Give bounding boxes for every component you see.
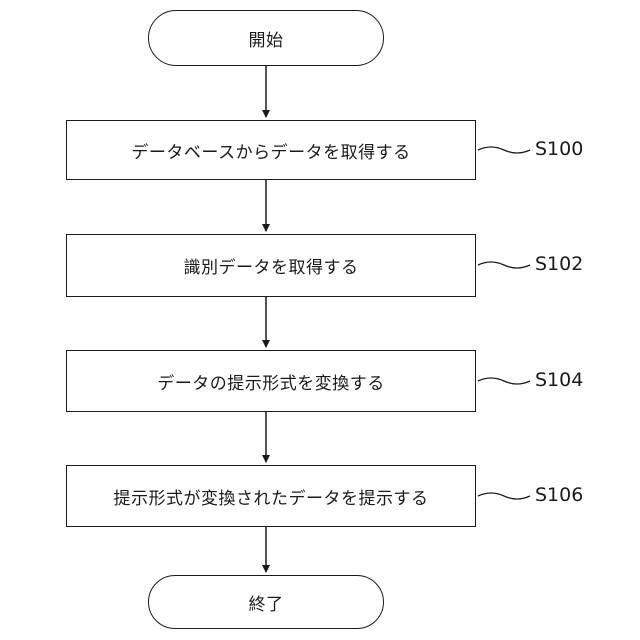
- process-box-s104: データの提示形式を変換する: [66, 350, 476, 412]
- leader-s104: [478, 378, 530, 384]
- start-text: 開始: [249, 26, 284, 51]
- end-terminal: 終了: [148, 575, 384, 629]
- process-text-s104: データの提示形式を変換する: [157, 369, 385, 394]
- leader-s106: [478, 493, 530, 499]
- process-box-s100: データベースからデータを取得する: [66, 120, 476, 180]
- leader-s102: [478, 262, 530, 268]
- start-terminal: 開始: [148, 10, 384, 66]
- step-label-s104: S104: [535, 369, 583, 391]
- leader-s100: [478, 147, 530, 153]
- process-text-s102: 識別データを取得する: [184, 253, 359, 278]
- end-text: 終了: [249, 590, 284, 615]
- process-box-s106: 提示形式が変換されたデータを提示する: [66, 465, 476, 527]
- step-label-s100: S100: [535, 138, 583, 160]
- process-box-s102: 識別データを取得する: [66, 234, 476, 297]
- step-label-s106: S106: [535, 484, 583, 506]
- step-label-s102: S102: [535, 253, 583, 275]
- process-text-s106: 提示形式が変換されたデータを提示する: [114, 484, 429, 509]
- process-text-s100: データベースからデータを取得する: [131, 138, 410, 163]
